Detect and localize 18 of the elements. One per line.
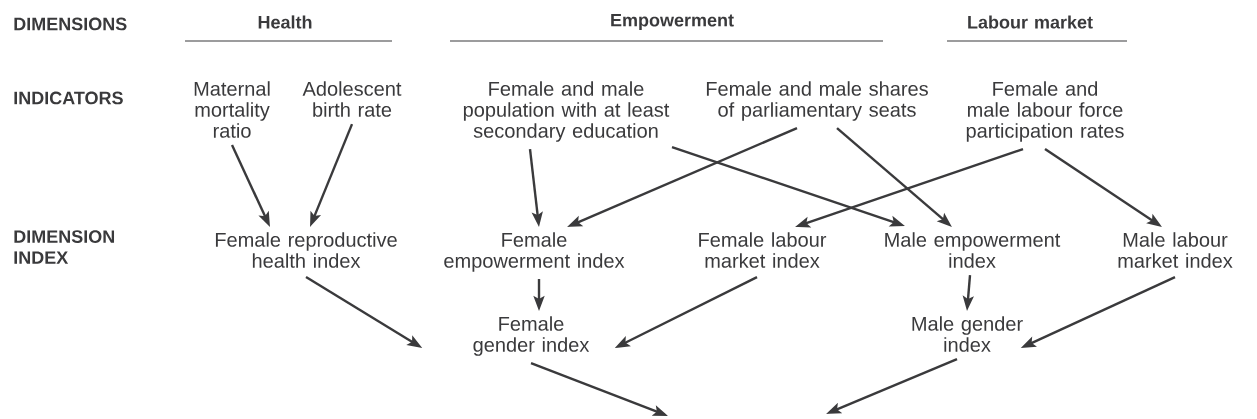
row-label: DIMENSION INDEX xyxy=(14,230,114,264)
index-label: Maternal mortality ratio xyxy=(194,81,270,138)
row-label: DIMENSIONS xyxy=(14,17,127,31)
index-label: Female empowerment index xyxy=(444,232,625,272)
index-label: Female gender index xyxy=(473,316,590,356)
index-label: Female and male shares of parliamentary seats xyxy=(706,81,928,121)
column-heading: Empowerment xyxy=(611,13,734,31)
row-label: INDICATORS xyxy=(14,91,123,105)
index-label: Female reproductive health index xyxy=(215,232,397,268)
column-heading: Health xyxy=(258,15,312,29)
index-label: Male gender index xyxy=(912,316,1023,352)
index-label: Female labour market index xyxy=(699,232,827,268)
column-heading: Labour market xyxy=(968,15,1093,29)
index-label: Female and male population with at least secondary education xyxy=(463,81,670,142)
index-label: Male empowerment index xyxy=(885,232,1061,268)
index-label: Adolescent birth rate xyxy=(302,81,402,117)
index-label: Female and male labour force participation rates xyxy=(966,81,1124,142)
index-label: Male labour market index xyxy=(1118,232,1233,268)
